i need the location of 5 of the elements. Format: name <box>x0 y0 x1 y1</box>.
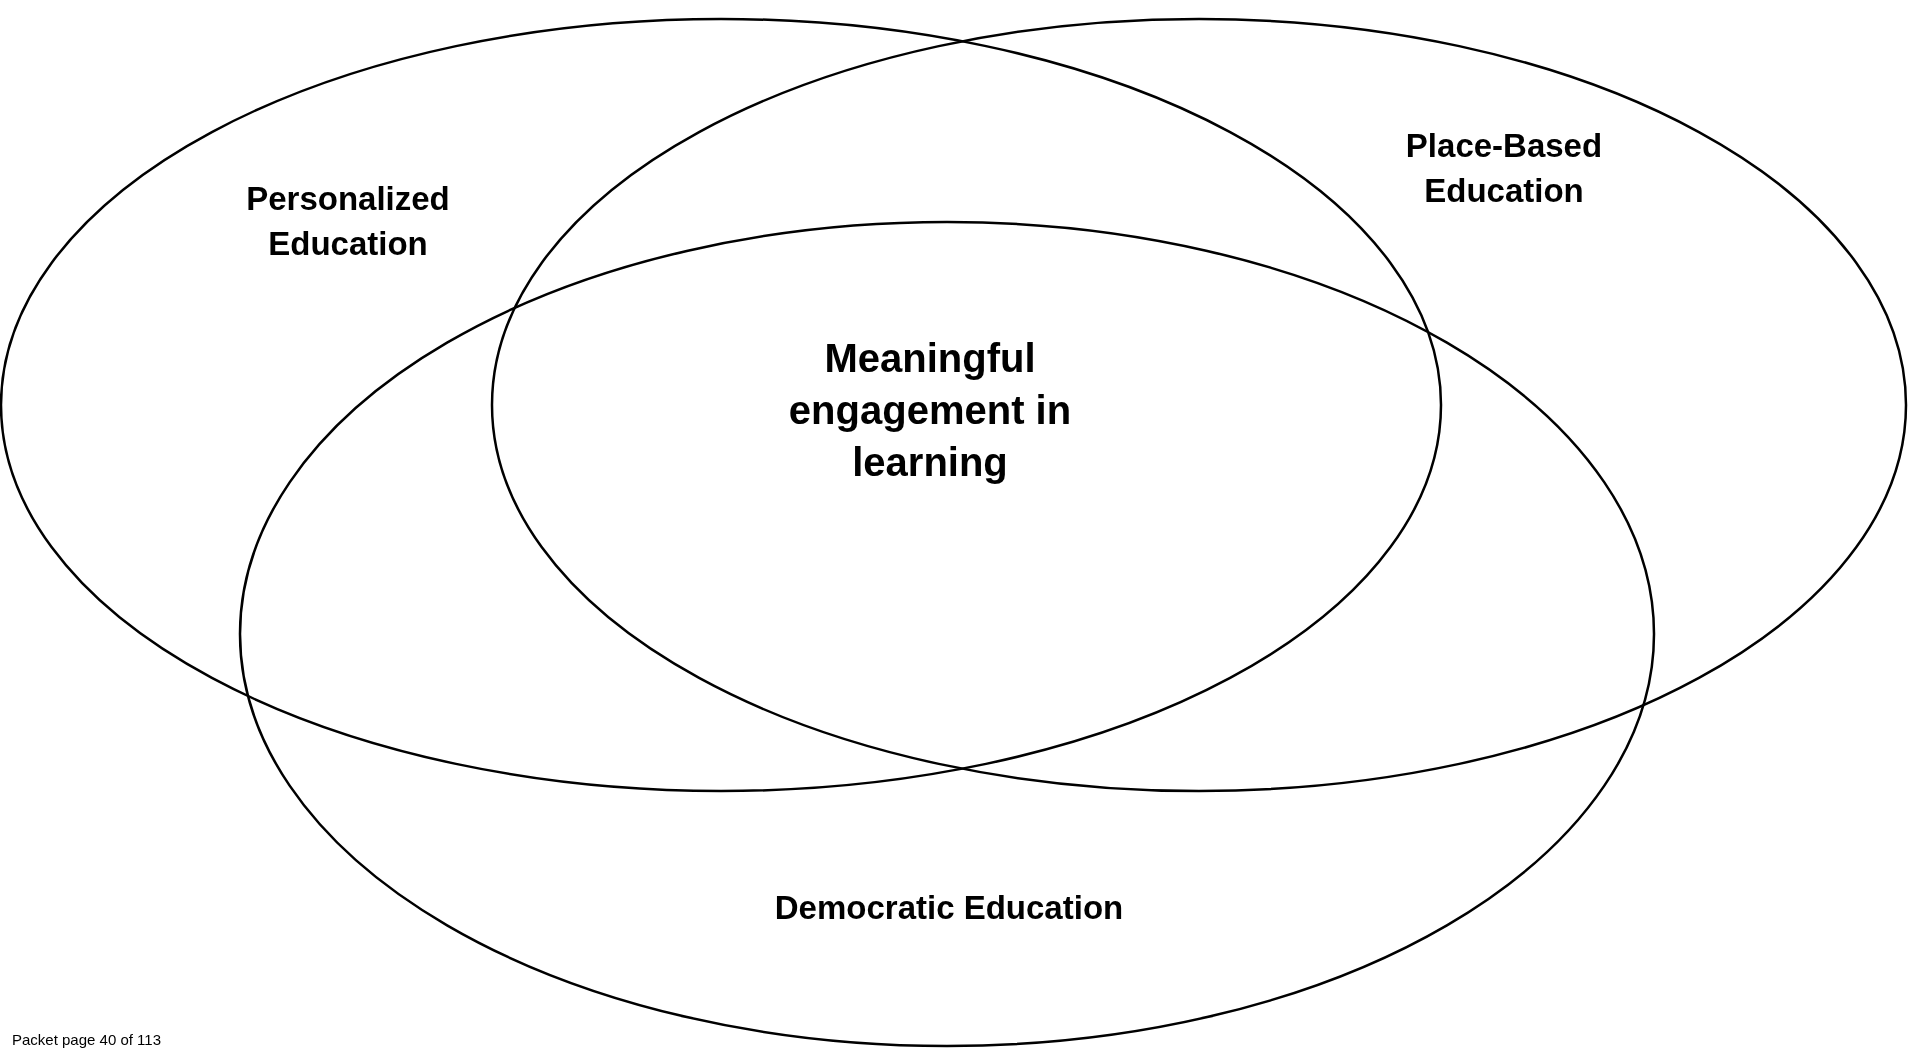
overlap-label: Meaningful engagement in learning <box>787 335 1073 486</box>
set-label: Democratic Education <box>773 888 1125 928</box>
set-label: Personalized Education <box>245 179 451 264</box>
set-label: Place-Based Education <box>1404 126 1604 211</box>
page-footer-note: Packet page 40 of 113 <box>12 1032 162 1048</box>
